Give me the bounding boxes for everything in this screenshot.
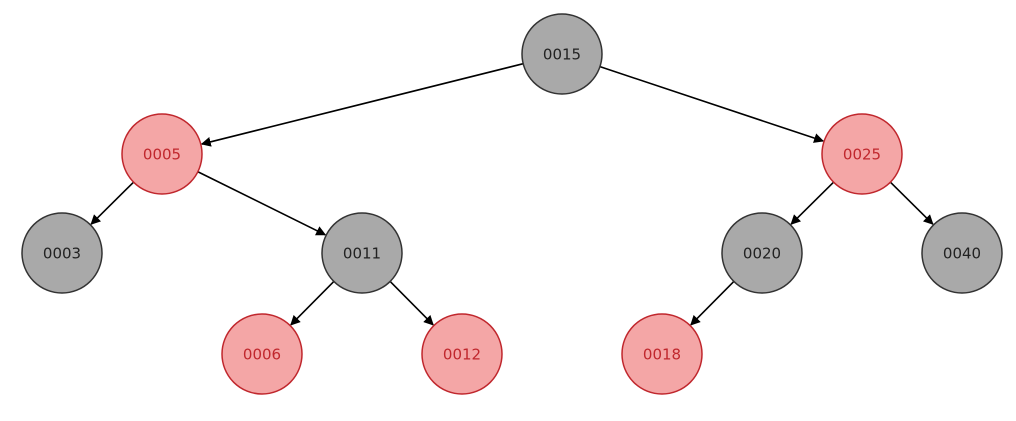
tree-node-0005: 0005 [121, 113, 203, 195]
tree-node-0015: 0015 [521, 13, 603, 95]
node-label: 0018 [643, 346, 681, 364]
tree-node-0040: 0040 [921, 212, 1003, 294]
node-label: 0015 [543, 46, 581, 64]
tree-node-0012: 0012 [421, 313, 503, 395]
node-label: 0040 [943, 245, 981, 263]
node-label: 0020 [743, 245, 781, 263]
node-circle [721, 212, 803, 294]
edge-n5-n3 [90, 181, 135, 225]
node-label: 0003 [43, 245, 81, 263]
node-label: 0025 [843, 146, 881, 164]
tree-node-0020: 0020 [721, 212, 803, 294]
node-circle [421, 313, 503, 395]
node-label: 0012 [443, 346, 481, 364]
nodes-layer: 0015 0005 0025 0003 0011 0020 0040 0006 0012 0018 [21, 13, 1003, 395]
node-circle [521, 13, 603, 95]
edge-n20-n18 [690, 280, 735, 326]
edge-n25-n40 [889, 181, 934, 225]
tree-node-0006: 0006 [221, 313, 303, 395]
edge-n11-n6 [290, 280, 335, 326]
node-label: 0005 [143, 146, 181, 164]
tree-node-0011: 0011 [321, 212, 403, 294]
node-circle [21, 212, 103, 294]
edge-n11-n12 [389, 280, 434, 326]
node-circle [821, 113, 903, 195]
edges-layer [90, 62, 934, 326]
node-circle [921, 212, 1003, 294]
node-circle [221, 313, 303, 395]
node-label: 0006 [243, 346, 281, 364]
node-circle [321, 212, 403, 294]
edge-n5-n11 [197, 171, 327, 236]
tree-node-0025: 0025 [821, 113, 903, 195]
tree-node-0003: 0003 [21, 212, 103, 294]
edge-n15-n5 [200, 62, 524, 147]
edge-n15-n25 [599, 65, 825, 143]
node-circle [621, 313, 703, 395]
node-label: 0011 [343, 245, 381, 263]
node-circle [121, 113, 203, 195]
tree-node-0018: 0018 [621, 313, 703, 395]
edge-n25-n20 [790, 181, 835, 225]
